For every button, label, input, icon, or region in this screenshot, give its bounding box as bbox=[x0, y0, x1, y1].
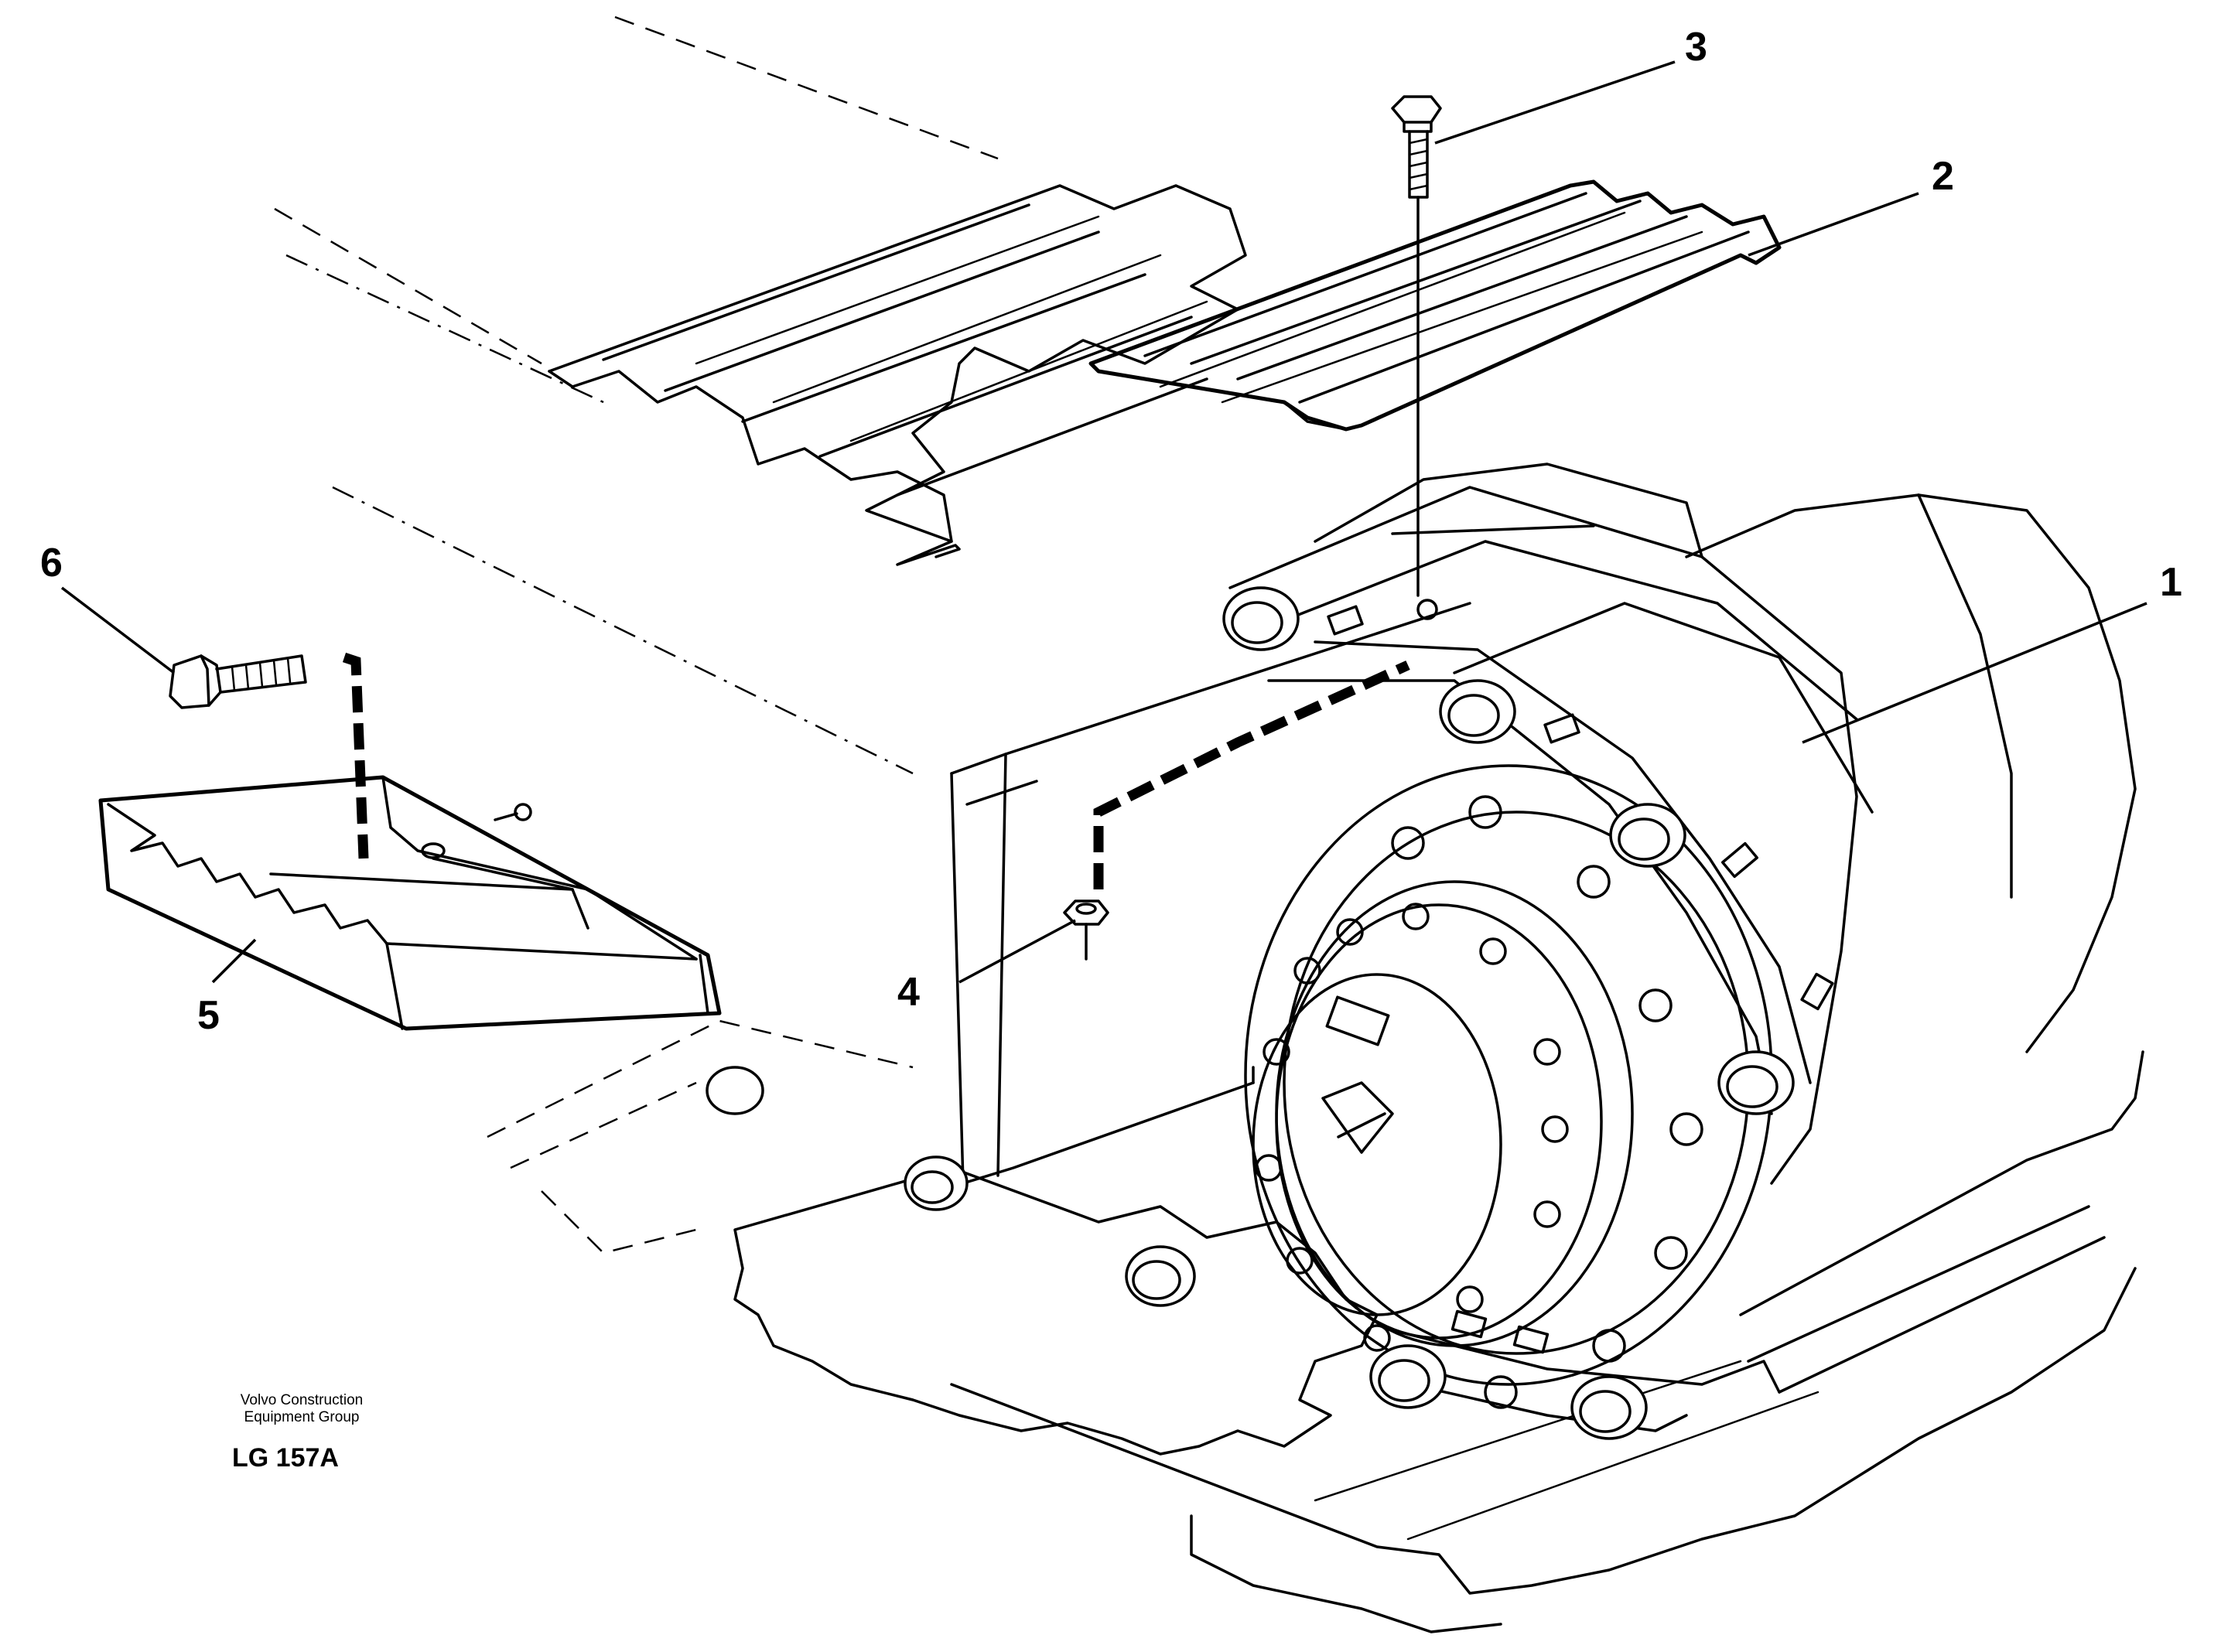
chain-link-windows bbox=[1327, 605, 1834, 1354]
callout-5: 5 bbox=[197, 993, 220, 1038]
track-chain-item-1 bbox=[706, 486, 1874, 1440]
callout-2: 2 bbox=[1932, 154, 1954, 199]
leader-1 bbox=[1802, 602, 2148, 744]
publisher-credit: Volvo Construction Equipment Group bbox=[186, 1392, 418, 1426]
nut-item-4 bbox=[1063, 660, 1410, 961]
shoe-bolt-item-3 bbox=[1391, 95, 1442, 620]
phantom-track-outline bbox=[274, 15, 999, 1254]
callout-3: 3 bbox=[1685, 25, 1707, 70]
leader-5 bbox=[211, 938, 257, 984]
callout-6: 6 bbox=[40, 541, 63, 585]
leader-2 bbox=[1748, 192, 1919, 257]
upper-track-shoes bbox=[548, 184, 1247, 566]
callout-numbers: 1 2 3 4 5 6 bbox=[40, 25, 2182, 1038]
outer-bolts bbox=[1391, 795, 1703, 1409]
step-item-5 bbox=[98, 775, 722, 1031]
track-shoe-item-2 bbox=[1088, 179, 1782, 432]
leader-4 bbox=[958, 919, 1076, 984]
leader-3 bbox=[1434, 60, 1676, 145]
leader-6 bbox=[60, 586, 176, 674]
chain-bushings bbox=[706, 586, 1795, 1440]
sprocket-final-drive bbox=[1244, 764, 1773, 1409]
drawing-code: LG 157A bbox=[232, 1443, 339, 1473]
screw-item-6 bbox=[169, 652, 369, 859]
track-frame bbox=[950, 602, 1471, 1185]
callout-4: 4 bbox=[897, 970, 920, 1015]
leader-lines bbox=[60, 60, 2148, 984]
credit-line-1: Volvo Construction bbox=[240, 1392, 364, 1408]
hub-bolts bbox=[1255, 903, 1569, 1352]
lower-track-shoes bbox=[733, 1050, 2144, 1633]
callout-1: 1 bbox=[2160, 560, 2182, 605]
idler-drum bbox=[1314, 462, 2137, 1053]
credit-line-2: Equipment Group bbox=[244, 1409, 360, 1425]
